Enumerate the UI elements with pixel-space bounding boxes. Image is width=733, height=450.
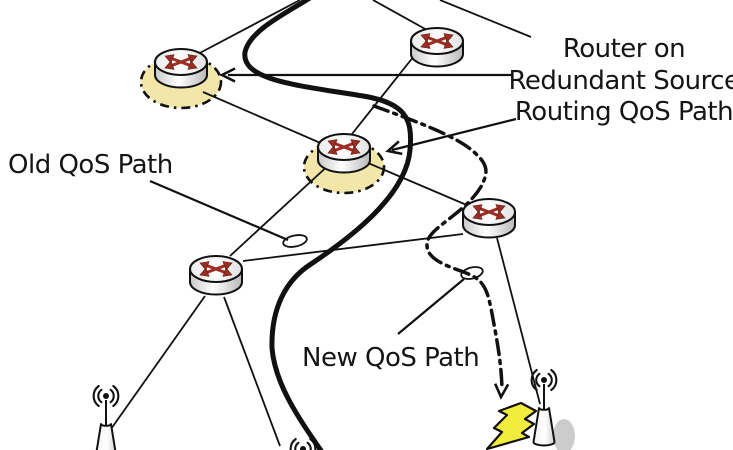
router-layer — [154, 27, 516, 296]
router-arrowhead — [350, 145, 361, 155]
router-annotation-line2: Redundant Source — [508, 66, 733, 96]
router-arrowhead — [187, 60, 198, 70]
network-link — [360, 159, 470, 207]
path-marker-ellipse — [460, 266, 484, 280]
label-leader-line — [397, 278, 465, 335]
router-arrowhead — [495, 210, 506, 220]
leader-layer — [149, 67, 517, 400]
router-arrowhead — [495, 204, 506, 214]
marker-layer — [282, 234, 484, 280]
router-arrow-shaft — [331, 141, 357, 153]
path-layer — [242, 0, 504, 450]
router-arrowhead — [443, 39, 454, 49]
router-arrow-shaft — [424, 35, 450, 47]
radio-waves-icon — [294, 441, 300, 450]
router-arrowhead — [327, 139, 338, 149]
antenna-bottom-right — [530, 368, 575, 450]
antenna-layer — [92, 368, 575, 450]
lightning-bolt-icon — [485, 401, 538, 450]
router-arrowhead — [187, 54, 198, 64]
network-link — [195, 0, 301, 56]
router-arrowhead — [472, 210, 483, 220]
radio-waves-icon — [309, 437, 317, 450]
network-link — [223, 296, 281, 447]
router-arrow-shaft — [168, 56, 194, 68]
radio-waves-icon — [535, 372, 541, 388]
path-marker-ellipse — [282, 234, 308, 248]
radio-waves-icon — [97, 388, 103, 404]
router-arrowhead — [443, 33, 454, 43]
antenna-dot — [541, 377, 547, 383]
network-link — [496, 237, 541, 405]
radio-waves-icon — [109, 388, 115, 404]
link-layer — [110, 0, 541, 447]
antenna-shadow — [553, 419, 575, 450]
new-qos-path-label: New QoS Path — [302, 343, 479, 373]
router-arrowhead — [199, 261, 210, 271]
router-arrowhead — [327, 145, 338, 155]
label-leader-line — [391, 117, 517, 152]
arrowhead-icon — [219, 67, 236, 83]
radio-waves-icon — [306, 441, 312, 450]
router-arrowhead — [350, 139, 361, 149]
router-middle — [317, 133, 371, 174]
router-top — [410, 27, 464, 68]
router-arrowhead — [199, 267, 210, 277]
network-link — [110, 295, 206, 430]
router-arrowhead — [420, 33, 431, 43]
antenna-dot — [300, 446, 306, 450]
old-qos-path-label: Old QoS Path — [8, 150, 173, 180]
network-link — [347, 55, 415, 140]
network-link — [439, 0, 532, 38]
antenna-mast — [95, 423, 117, 450]
radio-waves-icon — [550, 368, 558, 392]
router-arrow-shaft — [203, 263, 229, 275]
router-annotation-line1: Router on — [563, 34, 685, 64]
antenna-bottom-center — [289, 437, 317, 450]
label-layer: Old QoS Path New QoS Path Router on Redu… — [8, 34, 733, 373]
router-annotation-line3: Routing QoS Path — [515, 97, 733, 127]
router-arrowhead — [164, 60, 175, 70]
antenna-dot — [103, 393, 109, 399]
antenna-bottom-left — [92, 384, 120, 450]
router-left — [189, 255, 243, 296]
router-arrowhead — [472, 204, 483, 214]
router-arrowhead — [222, 267, 233, 277]
router-arrowhead — [420, 39, 431, 49]
network-link — [372, 0, 428, 31]
label-leader-line — [149, 179, 289, 242]
old-qos-path-curve — [242, 0, 414, 450]
router-arrow-shaft — [476, 206, 502, 218]
radio-waves-icon — [92, 384, 100, 408]
arrowhead-icon — [385, 140, 403, 156]
router-right — [462, 198, 516, 239]
new-qos-path-curve — [372, 104, 504, 390]
router-arrowhead — [222, 261, 233, 271]
radio-waves-icon — [112, 384, 120, 408]
network-link — [229, 161, 333, 257]
network-link — [202, 91, 333, 149]
router-upper-left — [154, 48, 208, 89]
network-link — [242, 233, 464, 262]
antenna-mast — [532, 407, 556, 447]
radio-waves-icon — [547, 372, 553, 388]
arrowhead-icon — [493, 383, 510, 400]
radio-waves-icon — [530, 368, 538, 392]
radio-waves-icon — [289, 437, 297, 450]
router-arrowhead — [164, 54, 175, 64]
